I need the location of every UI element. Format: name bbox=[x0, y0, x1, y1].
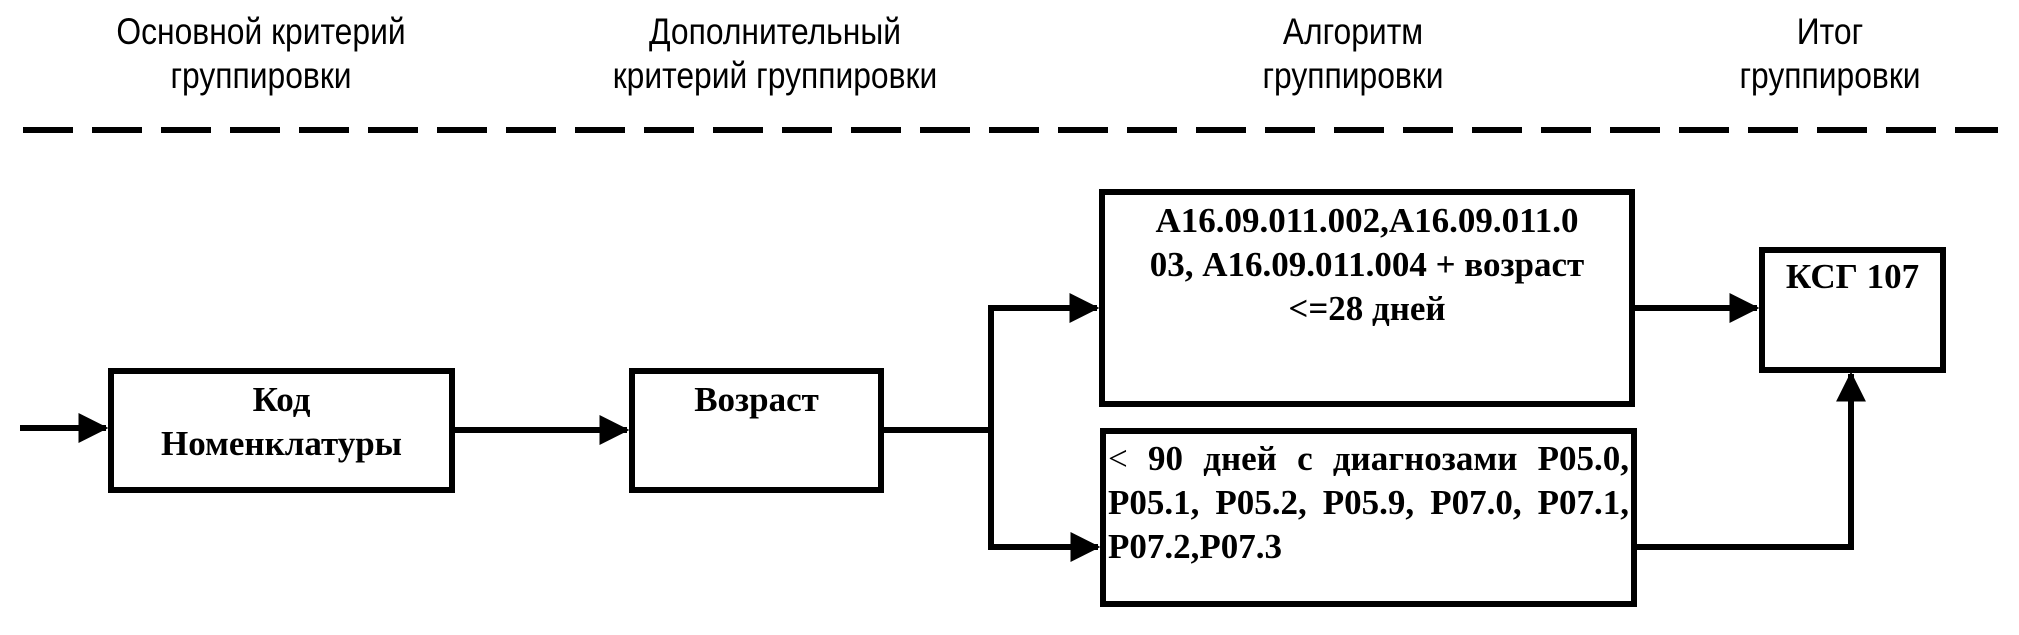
box-result-ksg: КСГ 107 bbox=[1759, 247, 1946, 373]
box-age: Возраст bbox=[629, 368, 884, 493]
header-primary-line1: Основной критерий bbox=[116, 11, 406, 52]
header-primary-criterion: Основной критерий группировки bbox=[63, 10, 459, 98]
box-nomenclature-code: Код Номенклатуры bbox=[108, 368, 455, 493]
header-secondary-line1: Дополнительный bbox=[649, 11, 901, 52]
header-primary-line2: группировки bbox=[170, 55, 352, 96]
box-nomenclature-line2: Номенклатуры bbox=[160, 424, 403, 463]
box-algo-bottom-lt: < bbox=[1108, 439, 1128, 478]
box-result-label: КСГ 107 bbox=[1785, 257, 1920, 296]
box-nomenclature-line1: Код bbox=[252, 380, 311, 419]
header-algorithm-line2: группировки bbox=[1262, 55, 1444, 96]
header-result-line1: Итог bbox=[1796, 11, 1864, 52]
box-algo-top-line1: А16.09.011.002,А16.09.011.0 bbox=[1155, 201, 1579, 240]
box-algo-top-line2: 03, А16.09.011.004 + возраст bbox=[1149, 245, 1585, 284]
header-secondary-criterion: Дополнительный критерий группировки bbox=[577, 10, 973, 98]
header-result-line2: группировки bbox=[1739, 55, 1921, 96]
header-secondary-line2: критерий группировки bbox=[612, 55, 938, 96]
box-algorithm-bottom: < 90 дней с диагнозами Р05.0, Р05.1, Р05… bbox=[1100, 428, 1637, 607]
box-algo-bottom-text: < 90 дней с диагнозами Р05.0, Р05.1, Р05… bbox=[1108, 437, 1629, 569]
box-algo-bottom-body: 90 дней с диагнозами Р05.0, Р05.1, Р05.2… bbox=[1108, 439, 1629, 566]
box-algo-top-line3: <=28 дней bbox=[1288, 289, 1446, 328]
arrow-algo-bottom-to-result bbox=[1636, 371, 1866, 550]
header-algorithm-line1: Алгоритм bbox=[1282, 11, 1424, 52]
box-algorithm-top: А16.09.011.002,А16.09.011.0 03, А16.09.0… bbox=[1099, 189, 1635, 407]
box-age-label: Возраст bbox=[694, 380, 819, 419]
header-result: Итог группировки bbox=[1632, 10, 2019, 98]
header-algorithm: Алгоритм группировки bbox=[1155, 10, 1551, 98]
